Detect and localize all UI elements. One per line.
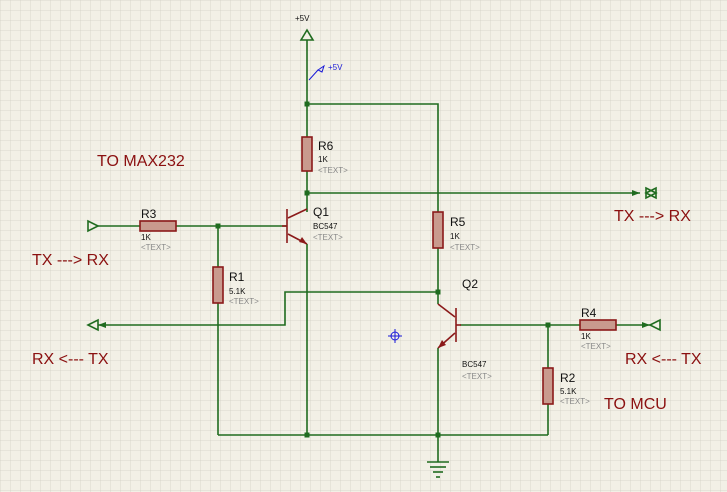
resistor-r1[interactable]: R1 5.1K <TEXT> <box>212 266 259 306</box>
r2-value: 5.1K <box>560 387 577 396</box>
q1-text: <TEXT> <box>313 233 343 242</box>
r3-value: 1K <box>141 233 151 242</box>
q1-value: BC547 <box>313 222 338 231</box>
resistor-r4[interactable]: R4 1K <TEXT> <box>579 306 617 351</box>
resistor-r2[interactable]: R2 5.1K <TEXT> <box>542 367 590 406</box>
terminal-tx-right[interactable] <box>644 186 658 200</box>
origin-crosshair-icon <box>388 329 402 343</box>
r2-ref: R2 <box>560 371 576 385</box>
terminal-q1-input[interactable] <box>87 219 100 233</box>
r2-text: <TEXT> <box>560 397 590 406</box>
right-rx-tx-label: RX <--- TX <box>625 351 702 368</box>
r6-text: <TEXT> <box>318 166 348 175</box>
power-label: +5V <box>295 14 310 23</box>
right-tx-rx-label: TX ---> RX <box>614 208 691 225</box>
r3-ref: R3 <box>141 207 157 221</box>
probe-label: +5V <box>328 63 343 72</box>
r6-value: 1K <box>318 155 328 164</box>
resistor-r5[interactable]: R5 1K <TEXT> <box>432 211 480 252</box>
r4-text: <TEXT> <box>581 342 611 351</box>
q2-ref: Q2 <box>462 277 478 291</box>
r5-text: <TEXT> <box>450 243 480 252</box>
ground-icon[interactable] <box>427 461 449 478</box>
r1-text: <TEXT> <box>229 297 259 306</box>
r1-ref: R1 <box>229 270 245 284</box>
r5-ref: R5 <box>450 215 466 229</box>
voltage-probe[interactable]: +5V <box>308 63 343 81</box>
resistor-r3[interactable]: R3 1K <TEXT> <box>139 207 177 252</box>
transistor-q2[interactable]: Q2 BC547 <TEXT> <box>437 277 492 381</box>
to-mcu-label: TO MCU <box>604 396 667 413</box>
resistor-r6[interactable]: R6 1K <TEXT> <box>301 136 348 175</box>
to-max232-label: TO MAX232 <box>97 153 185 170</box>
terminal-rx-right[interactable] <box>648 318 661 332</box>
q2-text: <TEXT> <box>462 372 492 381</box>
q1-ref: Q1 <box>313 205 329 219</box>
left-rx-tx-label: RX <--- TX <box>32 351 109 368</box>
r3-text: <TEXT> <box>141 243 171 252</box>
q2-value: BC547 <box>462 360 487 369</box>
junctions <box>215 101 551 438</box>
power-terminal[interactable]: +5V <box>295 14 315 41</box>
r4-value: 1K <box>581 332 591 341</box>
left-tx-rx-label: TX ---> RX <box>32 252 109 269</box>
r4-ref: R4 <box>581 306 597 320</box>
transistor-q1[interactable]: Q1 BC547 <TEXT> <box>282 205 343 245</box>
r1-value: 5.1K <box>229 287 246 296</box>
r6-ref: R6 <box>318 139 334 153</box>
r5-value: 1K <box>450 232 460 241</box>
